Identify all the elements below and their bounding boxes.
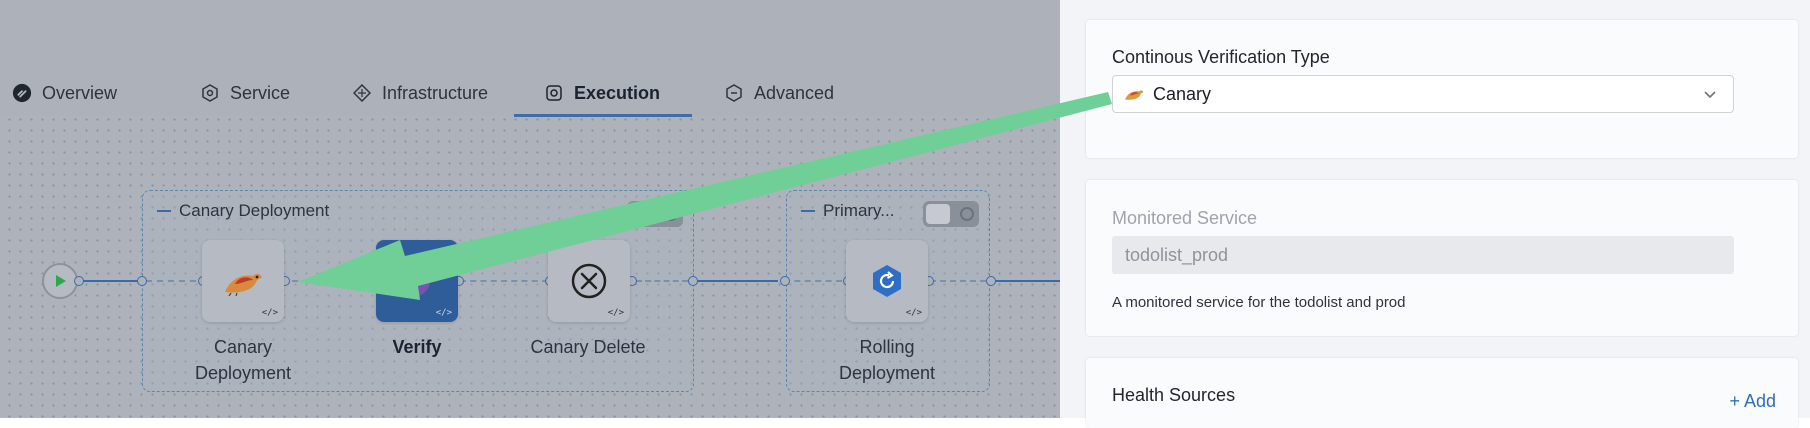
- code-icon: </>: [261, 308, 278, 318]
- pipeline-start[interactable]: [42, 263, 78, 299]
- tab-label: Overview: [42, 82, 118, 103]
- cv-type-select[interactable]: Canary: [1112, 75, 1734, 113]
- code-icon: </>: [905, 308, 922, 318]
- tab-advanced[interactable]: Advanced: [724, 70, 834, 116]
- delete-circle-icon: [571, 263, 607, 299]
- stage-toggle[interactable]: [627, 201, 683, 227]
- health-sources-label: Health Sources: [1112, 385, 1236, 405]
- toggle-ring: [960, 207, 974, 221]
- code-icon: </>: [607, 308, 624, 318]
- collapse-icon[interactable]: [157, 210, 171, 212]
- code-icon: </>: [435, 308, 452, 318]
- monitored-service-label: Monitored Service: [1112, 208, 1258, 228]
- port: [780, 276, 790, 286]
- advanced-icon: [724, 83, 744, 103]
- step-canary-delete[interactable]: </>: [548, 240, 630, 322]
- play-icon: [56, 275, 66, 287]
- tab-label: Advanced: [754, 82, 835, 103]
- monitored-service-value: todolist_prod: [1125, 244, 1229, 265]
- canary-bird-icon: [1125, 90, 1144, 100]
- service-icon: [200, 83, 220, 103]
- stage-title-label: Primary...: [823, 201, 895, 220]
- active-tab-indicator: [514, 114, 692, 117]
- step-verify[interactable]: </>: [376, 240, 458, 322]
- stage-title: Canary Deployment: [157, 201, 329, 221]
- monitored-service-field: todolist_prod: [1112, 236, 1734, 274]
- overview-icon: [12, 83, 32, 103]
- toggle-knob: [926, 204, 950, 224]
- cv-type-value: Canary: [1123, 84, 1211, 105]
- toggle-ring: [664, 207, 678, 221]
- cv-type-label: Continous Verification Type: [1112, 47, 1330, 67]
- port: [137, 276, 147, 286]
- toggle-knob: [630, 204, 654, 224]
- connector: [146, 280, 196, 282]
- collapse-icon[interactable]: [801, 210, 815, 212]
- connector: [694, 280, 778, 282]
- step-label: Canary Deployment: [194, 337, 292, 383]
- add-health-source-button[interactable]: + Add: [1729, 391, 1776, 411]
- step-canary-deployment[interactable]: </>: [202, 240, 284, 322]
- port: [74, 276, 84, 286]
- tab-label: Execution: [574, 82, 661, 103]
- stage-title: Primary...: [801, 201, 894, 221]
- monitored-service-help: A monitored service for the todolist and…: [1112, 294, 1406, 311]
- infrastructure-icon: [352, 83, 372, 103]
- cv-type-value-text: Canary: [1153, 83, 1212, 104]
- step-label: Verify: [392, 337, 442, 357]
- tab-overview[interactable]: Overview: [12, 70, 117, 116]
- execution-icon: [544, 83, 564, 103]
- canary-bird-icon: [225, 273, 262, 296]
- step-label: Canary Delete: [530, 337, 646, 357]
- monitored-service-card: Monitored Service todolist_prod A monito…: [1086, 180, 1798, 336]
- stage-title-label: Canary Deployment: [179, 201, 330, 220]
- pipeline-canvas: Overview Service Infrastructure Executio…: [0, 0, 1060, 418]
- stage-tabs-bar: [0, 0, 1060, 116]
- cv-type-card: Continous Verification Type Canary: [1086, 20, 1798, 158]
- tab-label: Infrastructure: [382, 82, 489, 103]
- tab-service[interactable]: Service: [200, 70, 290, 116]
- step-label: Rolling Deployment: [838, 337, 936, 383]
- port: [688, 276, 698, 286]
- connector: [78, 280, 140, 282]
- tab-execution[interactable]: Execution: [544, 70, 660, 116]
- tab-infrastructure[interactable]: Infrastructure: [352, 70, 488, 116]
- health-sources-card: Health Sources: [1086, 358, 1798, 428]
- chevron-down-icon[interactable]: [1703, 87, 1717, 101]
- tab-label: Service: [230, 82, 291, 103]
- step-rolling-deployment[interactable]: </>: [846, 240, 928, 322]
- step-config-panel: Continous Verification Type Canary Monit…: [1060, 0, 1810, 428]
- stage-toggle[interactable]: [923, 201, 979, 227]
- rolling-deploy-icon: [873, 265, 901, 297]
- connector: [992, 280, 1060, 282]
- port: [986, 276, 996, 286]
- verify-shield-icon: [404, 266, 430, 297]
